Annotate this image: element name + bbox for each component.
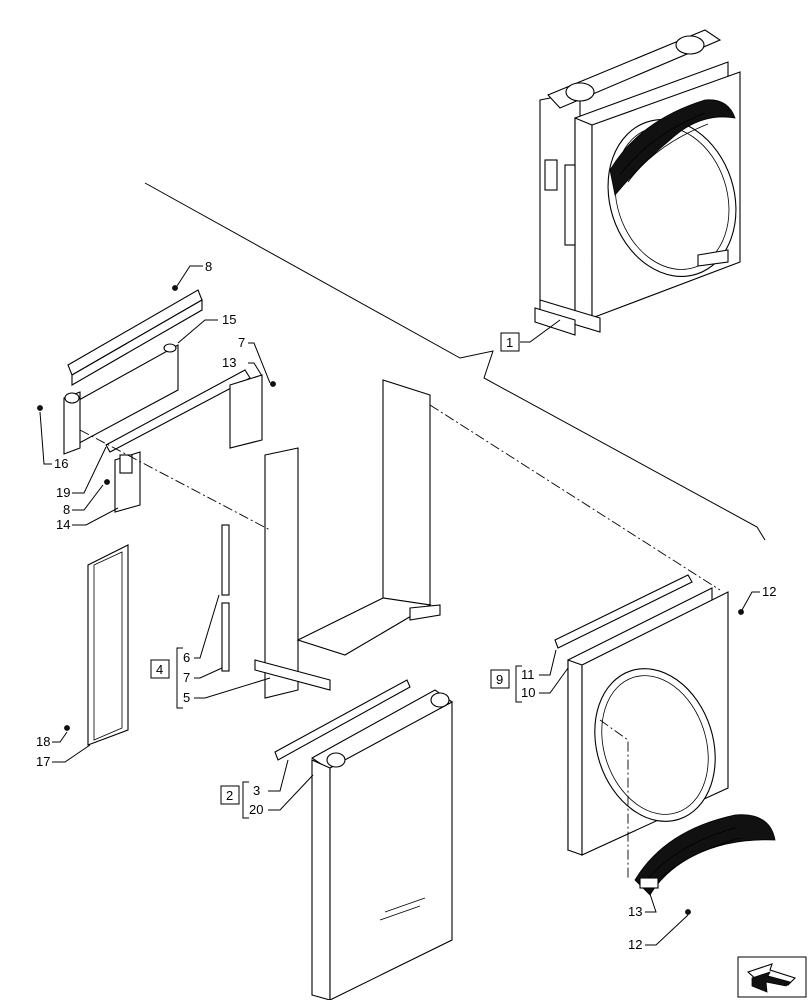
callout-15: 15 [222,312,236,327]
callout-8-left: 8 [63,502,70,517]
callout-8-top: 8 [205,259,212,274]
group-box-1: 1 [500,332,520,352]
assembly-boundary-line [144,182,766,541]
callout-5: 5 [183,690,190,705]
callout-11: 11 [521,667,535,682]
callout-13-bottom: 13 [628,904,642,919]
shroud-frame [221,379,441,699]
callout-12-right: 12 [762,584,776,599]
callout-16: 16 [54,456,68,471]
callout-3: 3 [253,783,260,798]
callout-17: 17 [36,754,50,769]
callout-18: 18 [36,734,50,749]
svg-text:1: 1 [506,335,513,350]
group-box-4: 4 [150,659,170,679]
fasteners [37,285,744,915]
callout-7-bottom: 7 [183,670,190,685]
next-arrow-icon[interactable] [737,956,807,998]
leader-lines [39,265,760,946]
cooler-assembly [534,29,741,336]
alignment-line-2 [429,404,721,591]
fan-shroud [554,574,729,856]
group-box-2: 2 [220,785,240,805]
side-seal [87,544,129,746]
group-brackets [176,647,522,819]
bracket-parts [63,289,263,513]
fan-guard [634,814,776,896]
callout-20: 20 [249,802,263,817]
callout-10: 10 [521,685,535,700]
svg-text:2: 2 [226,788,233,803]
radiator-core [274,679,454,1000]
alignment-line-3 [599,719,629,880]
callout-12-bottom: 12 [628,937,642,952]
callout-13-top: 13 [222,355,236,370]
group-box-9: 9 [490,669,510,689]
callout-19: 19 [56,485,70,500]
svg-text:4: 4 [156,662,163,677]
svg-text:9: 9 [496,672,503,687]
callout-14: 14 [56,517,70,532]
callout-6: 6 [183,650,190,665]
callout-7-top: 7 [238,335,245,350]
